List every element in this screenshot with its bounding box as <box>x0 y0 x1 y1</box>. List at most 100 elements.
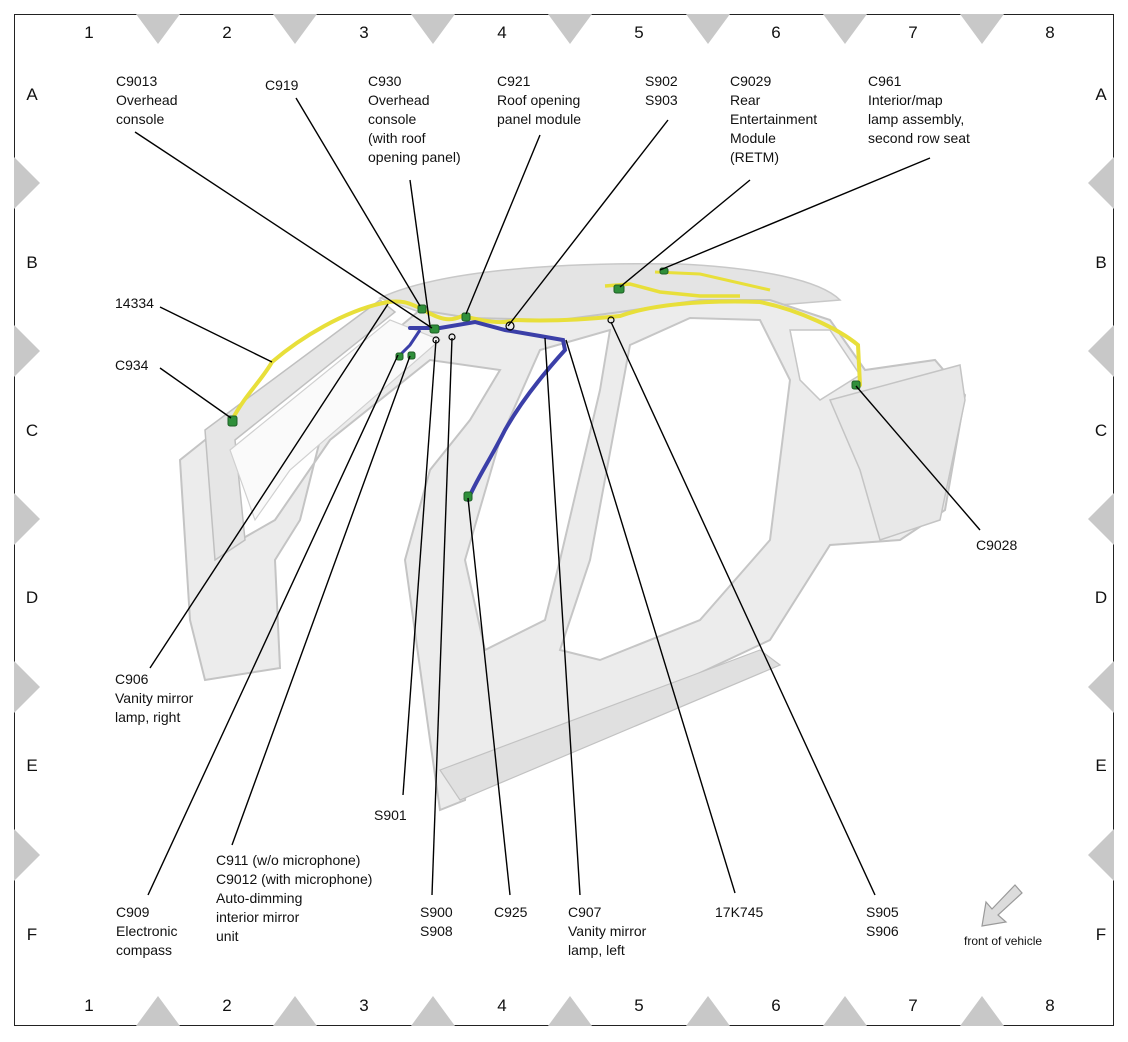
grid-marker-top <box>823 14 867 44</box>
label-line: S905 <box>866 904 899 920</box>
grid-column-label-top: 7 <box>908 23 917 42</box>
grid-marker-right <box>1088 661 1114 713</box>
mirror-drop-harness-blue <box>398 329 422 357</box>
leader-17k745 <box>565 339 736 894</box>
grid-column-label-bottom: 8 <box>1045 996 1054 1015</box>
leader-s901 <box>402 339 437 796</box>
grid-row-label-left: E <box>26 756 37 775</box>
label-line: Vanity mirror <box>568 923 647 939</box>
grid-row-label-right: B <box>1095 253 1106 272</box>
label-17k745: 17K745 <box>715 904 763 920</box>
grid-marker-bottom <box>548 996 592 1026</box>
label-line: (RETM) <box>730 149 779 165</box>
mirror-harness-blue <box>408 319 568 502</box>
grid-marker-bottom <box>136 996 180 1026</box>
label-line: Rear <box>730 92 761 108</box>
leader-s905 <box>610 321 876 896</box>
leader-c961 <box>659 157 931 271</box>
grid-column-label-top: 1 <box>84 23 93 42</box>
grid-marker-right <box>1088 493 1114 545</box>
label-line: compass <box>116 942 172 958</box>
vehicle-body-shell <box>178 262 967 812</box>
grid-marker-right <box>1088 157 1114 209</box>
label-line: C909 <box>116 904 150 920</box>
label-line: C906 <box>115 671 149 687</box>
label-c9028: C9028 <box>976 537 1017 553</box>
label-line: Overhead <box>368 92 429 108</box>
label-c934: C934 <box>115 357 149 373</box>
grid-column-label-top: 3 <box>359 23 368 42</box>
label-line: S902 <box>645 73 678 89</box>
grid-marker-top <box>273 14 317 44</box>
leader-lines <box>134 97 981 896</box>
splice-s902 <box>505 321 515 331</box>
leader-s900 <box>431 337 453 896</box>
roof-harness-yellow <box>230 299 862 422</box>
label-line: panel module <box>497 111 581 127</box>
grid-marker-left <box>14 157 40 209</box>
grid-row-label-left: F <box>27 925 37 944</box>
label-line: C921 <box>497 73 531 89</box>
grid-marker-left <box>14 829 40 881</box>
leader-c9013 <box>134 131 433 329</box>
label-line: Vanity mirror <box>115 690 194 706</box>
grid-marker-top <box>548 14 592 44</box>
leader-c9029 <box>619 179 751 288</box>
grid-marker-right <box>1088 829 1114 881</box>
leader-c9028 <box>855 385 981 531</box>
grid-marker-left <box>14 325 40 377</box>
label-line: lamp assembly, <box>868 111 964 127</box>
connector-c906 <box>395 352 404 361</box>
label-line: Roof opening <box>497 92 580 108</box>
grid-marker-bottom <box>960 996 1004 1026</box>
label-line: C9012 (with microphone) <box>216 871 372 887</box>
grid-marker-left <box>14 661 40 713</box>
label-line: C907 <box>568 904 602 920</box>
label-line: interior mirror <box>216 909 300 925</box>
connector-c9029 <box>613 284 625 294</box>
leader-s902 <box>507 119 669 327</box>
label-line: 14334 <box>115 295 154 311</box>
grid-marker-top <box>411 14 455 44</box>
grid-row-label-right: F <box>1096 925 1106 944</box>
grid-column-label-top: 5 <box>634 23 643 42</box>
label-line: S900 <box>420 904 453 920</box>
grid-row-label-left: C <box>26 421 38 440</box>
label-line: unit <box>216 928 239 944</box>
front-of-vehicle-indicator: front of vehicle <box>964 884 1042 948</box>
label-line: C9028 <box>976 537 1017 553</box>
grid-column-label-bottom: 4 <box>497 996 506 1015</box>
label-line: C934 <box>115 357 149 373</box>
grid-column-label-bottom: 5 <box>634 996 643 1015</box>
label-line: lamp, right <box>115 709 180 725</box>
leader-c921 <box>465 134 541 315</box>
label-line: console <box>116 111 164 127</box>
label-line: C925 <box>494 904 528 920</box>
grid-row-label-left: A <box>26 85 38 104</box>
label-line: C9013 <box>116 73 157 89</box>
label-line: Entertainment <box>730 111 817 127</box>
grid-column-label-bottom: 7 <box>908 996 917 1015</box>
grid-marker-bottom <box>823 996 867 1026</box>
label-line: Interior/map <box>868 92 943 108</box>
grid-column-label-top: 2 <box>222 23 231 42</box>
leader-c925 <box>467 497 511 896</box>
rear-lamp-branch-harness <box>654 270 771 292</box>
grid-marker-bottom <box>273 996 317 1026</box>
leader-c911 <box>231 355 411 846</box>
grid-marker-top <box>136 14 180 44</box>
leader-c919 <box>295 97 421 307</box>
grid-column-label-bottom: 3 <box>359 996 368 1015</box>
label-s901: S901 <box>374 807 407 823</box>
leader-c906 <box>149 303 389 669</box>
